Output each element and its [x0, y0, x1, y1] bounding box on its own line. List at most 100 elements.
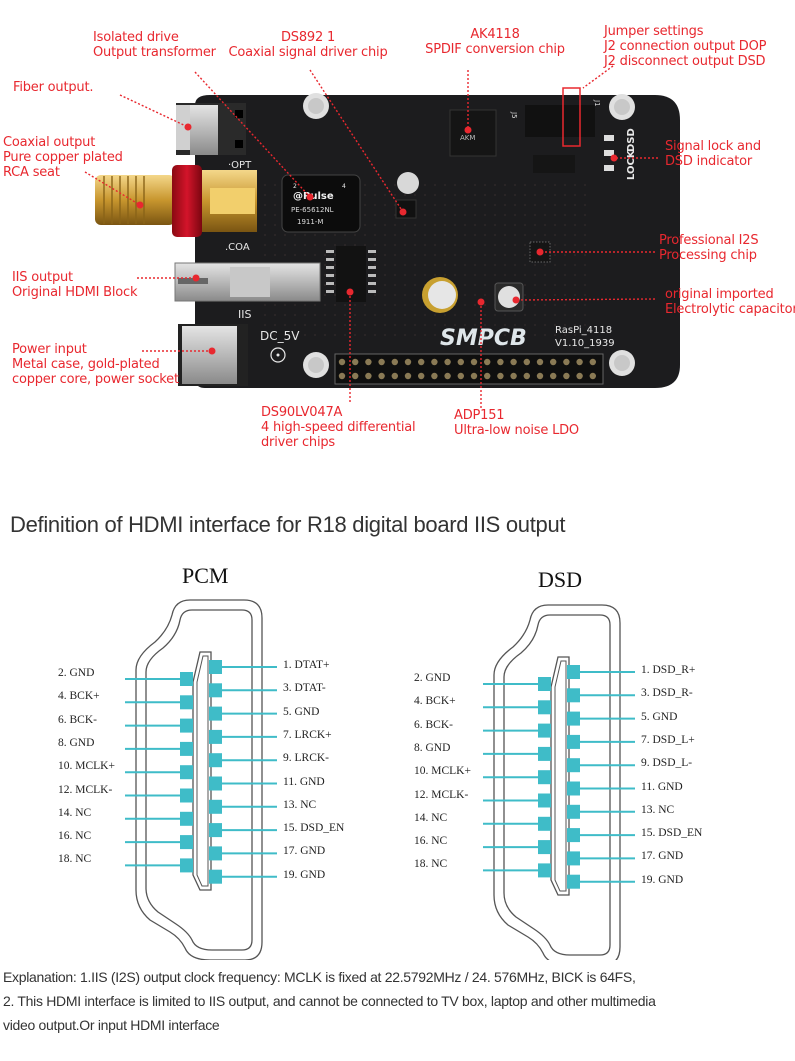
dsd-title: DSD [538, 567, 583, 592]
pin-label-right: 19. GND [641, 873, 684, 886]
pin-pad [567, 688, 580, 703]
header-pin [550, 372, 557, 380]
header-pin [497, 358, 504, 366]
dc-power-jack [178, 324, 248, 386]
silk-iis: IIS [238, 308, 251, 321]
smpcb-logo: SMPCB [440, 326, 527, 351]
callout-signal-lock: Signal lock and DSD indicator [665, 139, 761, 169]
callout-fiber-output: Fiber output. [13, 80, 94, 95]
ak4118-chip: AKM [449, 109, 497, 157]
pin-pad [180, 835, 193, 850]
pcm-title: PCM [182, 563, 229, 588]
callout-adp151: ADP151 Ultra-low noise LDO [454, 408, 579, 438]
pin-label-left: 14. NC [414, 811, 448, 824]
board-illustration: ·OPT .COA 2 4 @Pulse PE-65612NL 1911-M [0, 0, 795, 470]
header-pin [352, 358, 359, 366]
pin-label-right: 1. DTAT+ [283, 659, 330, 671]
header-pin [484, 358, 491, 366]
rca-connector [95, 165, 257, 237]
header-pin [510, 358, 517, 366]
svg-text:AKM: AKM [460, 134, 475, 142]
pin-pad [538, 700, 551, 715]
pin-pad [538, 677, 551, 691]
pin-label-left: 8. GND [414, 741, 451, 754]
silk-dsd: DSD [626, 128, 637, 152]
header-pin [378, 358, 385, 366]
pin-pad [209, 683, 222, 698]
callout-leaders [84, 65, 658, 410]
header-pin [536, 358, 544, 366]
connector-outline [554, 660, 567, 892]
callout-i2s-chip: Professional I2S Processing chip [659, 233, 759, 263]
pin-label-right: 19. GND [283, 868, 326, 881]
pin-label-right: 17. GND [641, 850, 684, 863]
header-pin [550, 358, 557, 366]
pin-pad [180, 718, 193, 733]
pin-pad [567, 781, 580, 796]
pin-pad [567, 734, 580, 749]
pin-pad [538, 793, 551, 808]
pin-pad [567, 874, 580, 889]
pin-label-right: 3. DTAT- [283, 682, 326, 695]
pin-label-right: 9. LRCK- [283, 752, 329, 765]
pin-label-right: 11. GND [283, 775, 325, 788]
callout-dots [136, 123, 618, 355]
header-pin [444, 372, 451, 380]
pin-label-right: 7. LRCK+ [283, 728, 332, 741]
pin-label-right: 15. DSD_EN [641, 827, 703, 840]
header-pin [457, 372, 464, 380]
silk-coa: .COA [225, 242, 250, 253]
callout-ds8921: DS892 1 Coaxial signal driver chip [228, 30, 388, 60]
pin-pad [209, 799, 222, 814]
optical-connector [176, 103, 246, 155]
header-pin [338, 358, 346, 366]
header-pin [470, 372, 478, 380]
pcm-connector [125, 599, 277, 960]
header-pin [470, 358, 478, 366]
connector-outline [196, 655, 209, 887]
connector-outline [503, 614, 611, 956]
header-pin [589, 358, 596, 366]
pin-pad [180, 811, 193, 826]
pin-label-right: 13. NC [283, 798, 317, 811]
pin-pad [567, 851, 580, 866]
pin-label-left: 2. GND [414, 672, 451, 684]
pin-pad [538, 723, 551, 738]
pin-label-left: 12. MCLK- [58, 783, 113, 796]
pin-pad [538, 863, 551, 878]
hdmi-connector [174, 262, 321, 302]
pin-label-left: 16. NC [414, 835, 448, 848]
svg-text:PE-65612NL: PE-65612NL [291, 206, 334, 214]
pin-label-right: 7. DSD_L+ [641, 733, 695, 746]
connector-outline [493, 604, 621, 960]
pin-label-left: 4. BCK+ [58, 690, 100, 703]
header-pin [484, 372, 491, 380]
callout-ds90lv047a: DS90LV047A 4 high-speed differential dri… [261, 405, 416, 450]
svg-text:4: 4 [342, 183, 346, 190]
silk-model: RasPi_4118 [555, 325, 612, 336]
pin-label-left: 6. BCK- [58, 713, 97, 726]
pin-pad [567, 665, 580, 679]
led-indicators [604, 135, 614, 171]
header-pin [563, 358, 570, 366]
pin-pad [567, 828, 580, 843]
pin-pad [538, 840, 551, 855]
header-pin [523, 372, 530, 380]
silk-version: V1.10_1939 [555, 338, 615, 349]
dsd-connector [483, 604, 635, 960]
pin-label-right: 13. NC [641, 803, 675, 816]
header-pin [404, 372, 412, 380]
header-pin [536, 372, 544, 380]
callout-coaxial-output: Coaxial output Pure copper plated RCA se… [3, 135, 123, 180]
pin-pad [209, 753, 222, 768]
pin-label-left: 14. NC [58, 806, 92, 819]
callout-transformer: Isolated drive Output transformer [93, 30, 216, 60]
explanation: Explanation: 1.IIS (I2S) output clock fr… [3, 965, 793, 1037]
pin-pad [209, 729, 222, 744]
explanation-line-3: video output.Or input HDMI interface [3, 1017, 220, 1033]
pin-label-right: 1. DSD_R+ [641, 664, 696, 676]
callout-jumper-settings: Jumper settings J2 connection output DOP… [604, 24, 767, 69]
pin-pad [209, 846, 222, 861]
pin-pad [209, 823, 222, 838]
pin-pad [209, 706, 222, 721]
